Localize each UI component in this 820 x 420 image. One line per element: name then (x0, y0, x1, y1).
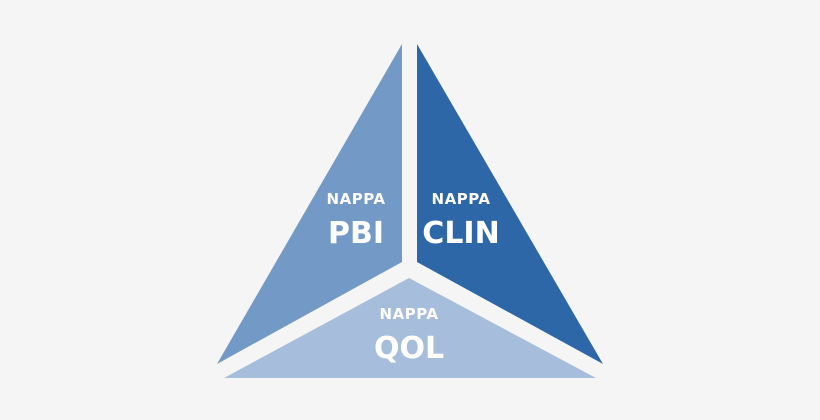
segment-right-prefix: NAPPA (432, 190, 491, 208)
segment-right-clin (417, 44, 603, 364)
segment-bottom-qol (224, 278, 596, 378)
segment-left-prefix: NAPPA (327, 190, 386, 208)
segment-bottom-prefix: NAPPA (380, 305, 439, 323)
segment-left-pbi (217, 44, 402, 364)
segment-right-label: CLIN (422, 216, 499, 251)
segment-left-label: PBI (328, 216, 384, 251)
segment-bottom-label: QOL (374, 331, 444, 366)
